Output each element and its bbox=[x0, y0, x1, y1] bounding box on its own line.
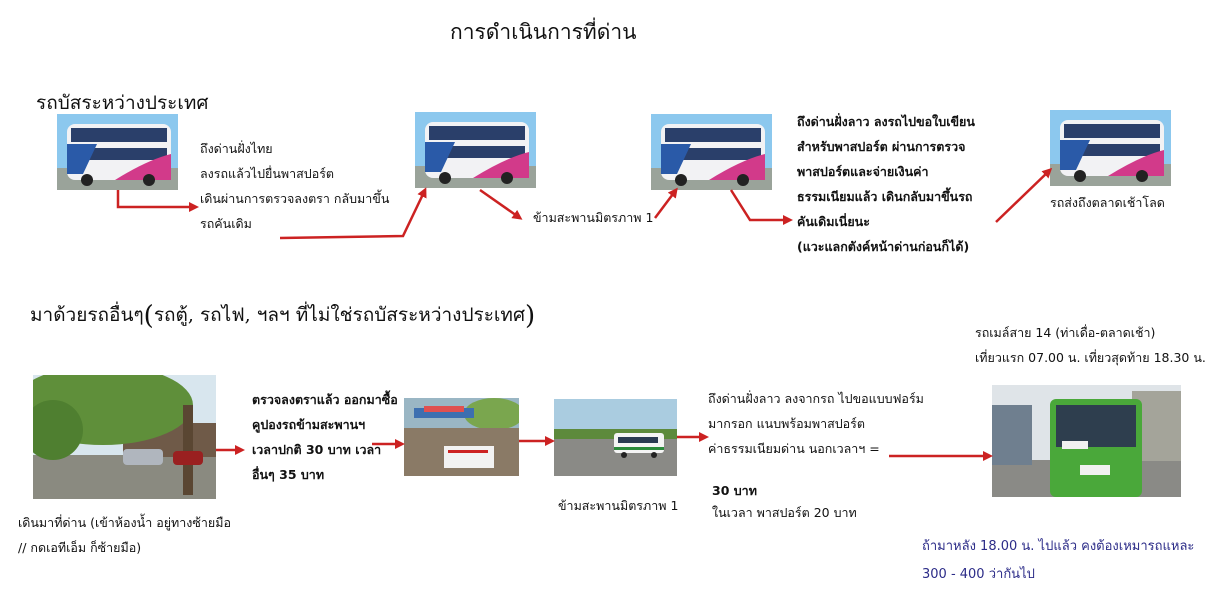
double-decker-bus-photo bbox=[1050, 110, 1171, 186]
arrow bbox=[279, 187, 427, 240]
bus-step2-text: ข้ามสะพานมิตรภาพ 1 bbox=[533, 210, 654, 225]
heading-other-main: มาด้วยรถอื่นๆ bbox=[30, 304, 144, 326]
shuttle-bus-photo bbox=[554, 399, 677, 476]
other-caption2-text: ข้ามสะพานมิตรภาพ 1 bbox=[558, 498, 679, 513]
section-heading-bus: รถบัสระหว่างประเทศ bbox=[36, 92, 209, 114]
double-decker-bus-photo bbox=[415, 112, 536, 188]
paren-close: ) bbox=[525, 301, 536, 331]
fee-out-text: 30 บาท bbox=[712, 483, 757, 498]
heading-other-paren: รถตู้, รถไฟ, ฯลฯ ที่ไม่ใช่รถบัสระหว่างปร… bbox=[153, 304, 525, 326]
checkpoint-tree-photo bbox=[33, 375, 216, 499]
other-step1-text: ตรวจลงตราแล้ว ออกมาซื้อ คูปองรถข้ามสะพาน… bbox=[252, 392, 398, 482]
arrow bbox=[116, 190, 199, 212]
paren-open: ( bbox=[143, 301, 154, 331]
double-decker-bus-photo bbox=[57, 114, 178, 190]
section-heading-other: มาด้วยรถอื่นๆ(รถตู้, รถไฟ, ฯลฯ ที่ไม่ใช่… bbox=[30, 300, 535, 331]
city-bus-14-photo bbox=[992, 385, 1181, 497]
bus14-text: รถเมล์สาย 14 (ท่าเดื่อ-ตลาดเช้า) เที่ยวแ… bbox=[975, 325, 1206, 365]
after-hours-note: ถ้ามาหลัง 18.00 น. ไปแล้ว คงต้องเหมารถแห… bbox=[922, 539, 1195, 582]
arrow bbox=[654, 187, 678, 219]
bus-step4-text: รถส่งถึงตลาดเช้าโลด bbox=[1050, 195, 1165, 210]
ticket-stall-photo bbox=[404, 398, 519, 476]
double-decker-bus-photo bbox=[651, 114, 772, 190]
bus-step3-text: ถึงด่านฝั่งลาว ลงรถไปขอใบเขียน สำหรับพาส… bbox=[797, 114, 975, 254]
bus-step1-text: ถึงด่านฝั่งไทย ลงรถแล้วไปยื่นพาสปอร์ต เด… bbox=[200, 141, 390, 231]
fee-in-text: ในเวลา พาสปอร์ต 20 บาท bbox=[712, 505, 857, 520]
arrow bbox=[479, 188, 523, 220]
page-title: การดำเนินการที่ด่าน bbox=[450, 20, 637, 44]
arrow bbox=[729, 189, 793, 225]
arrow bbox=[995, 167, 1053, 223]
other-step2-text: ถึงด่านฝั่งลาว ลงจากรถ ไปขอแบบฟอร์ม มากร… bbox=[708, 391, 924, 456]
other-caption1-text: เดินมาที่ด่าน (เข้าห้องน้ำ อยู่ทางซ้ายมื… bbox=[18, 515, 231, 555]
